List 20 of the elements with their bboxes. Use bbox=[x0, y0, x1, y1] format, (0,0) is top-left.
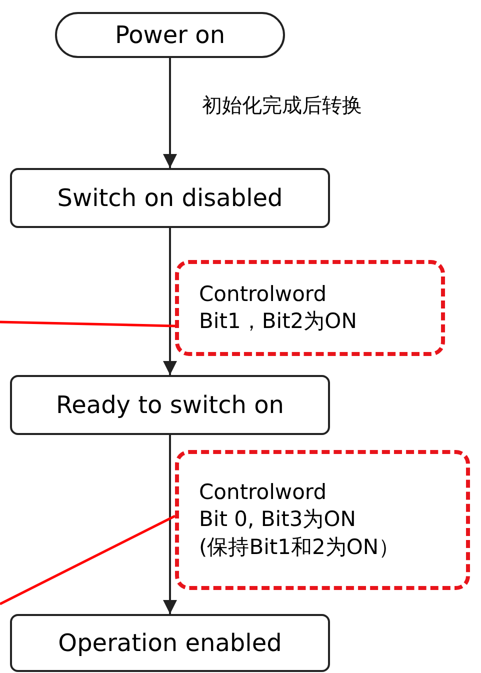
arrow bbox=[163, 228, 177, 375]
state-box bbox=[10, 375, 330, 435]
node-text: Switch on disabled bbox=[57, 184, 283, 212]
note-box bbox=[175, 260, 445, 356]
node-text: Operation enabled bbox=[58, 629, 282, 657]
leader-line bbox=[0, 320, 176, 328]
note-box bbox=[175, 450, 470, 590]
leader-line bbox=[0, 514, 176, 606]
node-text: Controlword bbox=[199, 280, 327, 308]
node-text: Ready to switch on bbox=[56, 391, 284, 419]
arrow bbox=[163, 58, 177, 168]
state-box bbox=[10, 614, 330, 672]
arrow bbox=[163, 435, 177, 614]
node-text: Power on bbox=[114, 21, 226, 49]
state-box bbox=[10, 168, 330, 228]
node-text: (保持Bit1和2为ON） bbox=[199, 534, 400, 561]
node-text: Controlword bbox=[199, 479, 327, 506]
node-text: Bit 0, Bit3为ON bbox=[199, 506, 356, 534]
start-terminal bbox=[55, 12, 285, 58]
node-text: Bit1，Bit2为ON bbox=[199, 308, 357, 335]
